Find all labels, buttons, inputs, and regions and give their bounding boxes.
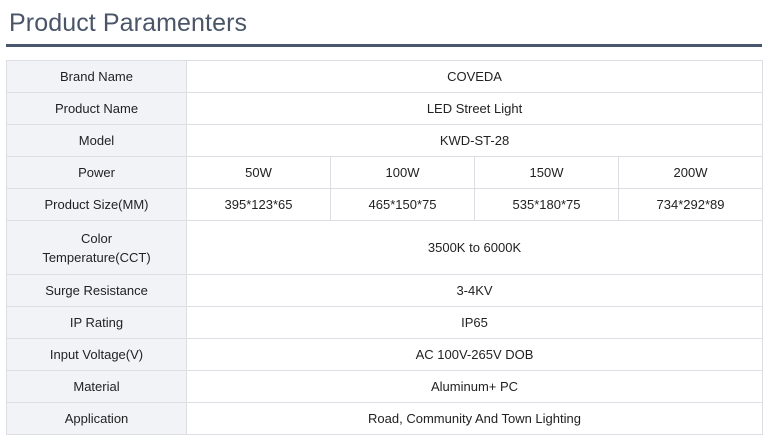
spec-value-input-voltage: AC 100V-265V DOB — [185, 338, 764, 371]
table-row: Product Size(MM) 395*123*65 465*150*75 5… — [6, 188, 764, 221]
page-title: Product Paramenters — [9, 9, 248, 37]
table-row: Product Name LED Street Light — [6, 92, 764, 125]
table-row: Power 50W 100W 150W 200W — [6, 156, 764, 189]
table-row: Brand Name COVEDA — [6, 60, 764, 93]
table-row: Input Voltage(V) AC 100V-265V DOB — [6, 338, 764, 371]
spec-value-ip-rating: IP65 — [185, 306, 764, 339]
table-row: Application Road, Community And Town Lig… — [6, 402, 764, 435]
spec-label-product-name: Product Name — [6, 92, 187, 125]
spec-value-power-150w: 150W — [474, 156, 619, 189]
spec-value-model: KWD-ST-28 — [185, 124, 764, 157]
spec-label-product-size: Product Size(MM) — [6, 188, 187, 221]
spec-label-power: Power — [6, 156, 187, 189]
spec-value-surge-resistance: 3-4KV — [185, 274, 764, 307]
spec-value-product-name: LED Street Light — [185, 92, 764, 125]
spec-label-ip-rating: IP Rating — [6, 306, 187, 339]
spec-label-application: Application — [6, 402, 187, 435]
table-row: IP Rating IP65 — [6, 306, 764, 339]
spec-label-cct-line1: Color — [80, 230, 113, 246]
title-divider — [6, 44, 762, 47]
specifications-table-container: Brand Name COVEDA Product Name LED Stree… — [6, 60, 764, 435]
spec-label-material: Material — [6, 370, 187, 403]
spec-label-input-voltage: Input Voltage(V) — [6, 338, 187, 371]
spec-value-size-200w: 734*292*89 — [617, 188, 764, 221]
spec-value-power-100w: 100W — [330, 156, 475, 189]
spec-value-power-50w: 50W — [186, 156, 331, 189]
spec-value-brand-name: COVEDA — [185, 60, 764, 93]
spec-label-cct-line2: Temperature(CCT) — [42, 249, 151, 265]
spec-label-brand-name: Brand Name — [6, 60, 187, 93]
spec-value-size-100w: 465*150*75 — [330, 188, 475, 221]
table-row: Model KWD-ST-28 — [6, 124, 764, 157]
table-row: Material Aluminum+ PC — [6, 370, 764, 403]
spec-value-size-150w: 535*180*75 — [474, 188, 619, 221]
specifications-table: Brand Name COVEDA Product Name LED Stree… — [6, 60, 764, 435]
table-row: Surge Resistance 3-4KV — [6, 274, 764, 307]
spec-value-size-50w: 395*123*65 — [186, 188, 331, 221]
spec-value-power-200w: 200W — [617, 156, 764, 189]
spec-label-model: Model — [6, 124, 187, 157]
spec-value-color-temperature: 3500K to 6000K — [185, 220, 764, 275]
spec-value-application: Road, Community And Town Lighting — [185, 402, 764, 435]
spec-value-material: Aluminum+ PC — [185, 370, 764, 403]
spec-label-surge-resistance: Surge Resistance — [6, 274, 187, 307]
